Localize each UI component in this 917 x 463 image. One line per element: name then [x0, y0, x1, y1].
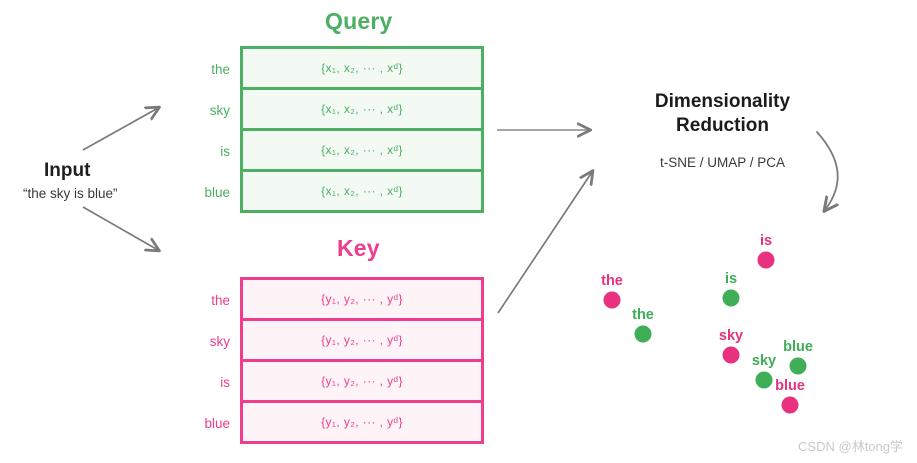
reduction-subtitle: t-SNE / UMAP / PCA — [659, 155, 786, 170]
input-title: Input — [44, 160, 91, 181]
query-vector-row: {x₁, x₂, ··· , xᵈ} — [243, 131, 481, 172]
key-vector-row: {y₁, y₂, ··· , yᵈ} — [243, 280, 481, 321]
query-vector-row: {x₁, x₂, ··· , xᵈ} — [243, 172, 481, 210]
scatter-point-label: blue — [775, 378, 805, 394]
arrow-reduction-to-scatter — [816, 131, 838, 210]
scatter-point — [634, 325, 652, 343]
scatter-point-label: blue — [783, 339, 813, 355]
input-sentence: “the sky is blue” — [23, 186, 118, 201]
arrow-input-to-query — [82, 108, 158, 151]
query-row-label-blue: blue — [204, 185, 230, 200]
embedding-scatter-plot: the sky is blue the sky is blue — [575, 230, 875, 445]
reduction-title: Dimensionality Reduction — [620, 90, 825, 138]
scatter-point-label: is — [724, 271, 738, 287]
scatter-point — [722, 289, 740, 307]
scatter-point — [757, 251, 775, 269]
scatter-point — [781, 396, 799, 414]
reduction-title-line1: Dimensionality — [654, 91, 791, 112]
key-row-label-blue: blue — [204, 416, 230, 431]
key-vector-row: {y₁, y₂, ··· , yᵈ} — [243, 321, 481, 362]
key-row-label-the: the — [211, 293, 230, 308]
query-matrix: {x₁, x₂, ··· , xᵈ} {x₁, x₂, ··· , xᵈ} {x… — [240, 46, 484, 213]
key-matrix: {y₁, y₂, ··· , yᵈ} {y₁, y₂, ··· , yᵈ} {y… — [240, 277, 484, 444]
query-vector-row: {x₁, x₂, ··· , xᵈ} — [243, 49, 481, 90]
query-title: Query — [325, 8, 393, 34]
key-row-label-is: is — [220, 375, 230, 390]
key-vector-row: {y₁, y₂, ··· , yᵈ} — [243, 362, 481, 403]
scatter-point-label: is — [759, 233, 773, 249]
key-row-label-sky: sky — [209, 334, 230, 349]
query-row-label-is: is — [220, 144, 230, 159]
scatter-point — [789, 357, 807, 375]
scatter-point-label: sky — [751, 353, 777, 369]
key-title: Key — [337, 235, 380, 261]
query-row-label-the: the — [211, 62, 230, 77]
scatter-point — [755, 371, 773, 389]
query-row-label-sky: sky — [209, 103, 230, 118]
scatter-point-label: the — [632, 307, 654, 323]
scatter-point-label: the — [601, 273, 623, 289]
scatter-point-label: sky — [718, 328, 744, 344]
arrow-input-to-key — [82, 206, 158, 250]
scatter-point — [722, 346, 740, 364]
key-vector-row: {y₁, y₂, ··· , yᵈ} — [243, 403, 481, 441]
query-vector-row: {x₁, x₂, ··· , xᵈ} — [243, 90, 481, 131]
reduction-title-line2: Reduction — [676, 115, 769, 136]
scatter-point — [603, 291, 621, 309]
watermark: CSDN @林tong学 — [798, 439, 903, 454]
